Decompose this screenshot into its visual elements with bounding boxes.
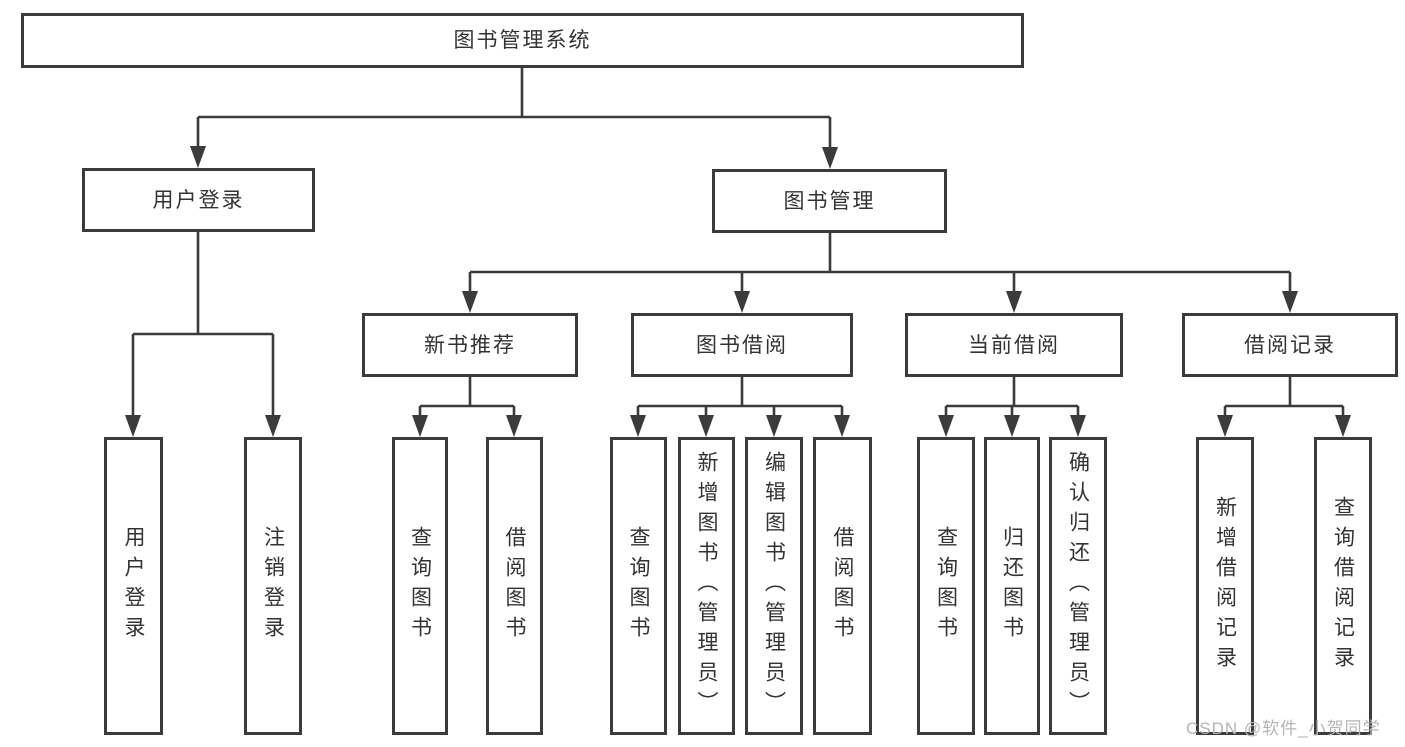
leaf-label: 查询借阅记录 (1331, 496, 1355, 676)
leaf-add-borrow-record: 新增借阅记录 (1196, 437, 1254, 735)
leaf-add-books-admin: 新增图书（管理员） (678, 437, 735, 735)
leaf-query-books-current: 查询图书 (917, 437, 975, 735)
leaf-label: 归还图书 (1000, 526, 1024, 646)
node-book-borrowing: 图书借阅 (631, 313, 853, 377)
leaf-label: 新增图书（管理员） (695, 451, 718, 721)
leaf-query-borrow-record: 查询借阅记录 (1314, 437, 1372, 735)
leaf-label: 新增借阅记录 (1213, 496, 1237, 676)
leaf-borrow-books-recommend: 借阅图书 (486, 437, 543, 735)
leaf-confirm-return-admin: 确认归还（管理员） (1049, 437, 1107, 735)
leaf-user-login: 用户登录 (104, 437, 163, 735)
node-user-login: 用户登录 (82, 168, 315, 232)
leaf-label: 查询图书 (627, 526, 650, 646)
leaf-logout: 注销登录 (244, 437, 302, 735)
leaf-label: 借阅图书 (503, 526, 526, 646)
node-borrowing-records: 借阅记录 (1182, 313, 1398, 377)
leaf-label: 查询图书 (408, 526, 432, 646)
leaf-return-books: 归还图书 (984, 437, 1040, 735)
leaf-query-books-borrow: 查询图书 (610, 437, 667, 735)
leaf-label: 用户登录 (122, 526, 145, 646)
node-current-borrowing: 当前借阅 (905, 313, 1123, 377)
node-book-management: 图书管理 (712, 169, 947, 233)
leaf-label: 注销登录 (261, 526, 285, 646)
leaf-label: 编辑图书（管理员） (762, 451, 786, 721)
leaf-label: 借阅图书 (831, 526, 854, 646)
node-root-system: 图书管理系统 (21, 13, 1024, 68)
leaf-label: 确认归还（管理员） (1066, 451, 1090, 721)
leaf-query-books-recommend: 查询图书 (392, 437, 448, 735)
node-new-book-recommendation: 新书推荐 (362, 313, 578, 377)
leaf-label: 查询图书 (934, 526, 958, 646)
leaf-borrow-books: 借阅图书 (813, 437, 872, 735)
csdn-watermark: CSDN @软件_小贺同学 (1186, 719, 1381, 738)
leaf-edit-books-admin: 编辑图书（管理员） (745, 437, 803, 735)
